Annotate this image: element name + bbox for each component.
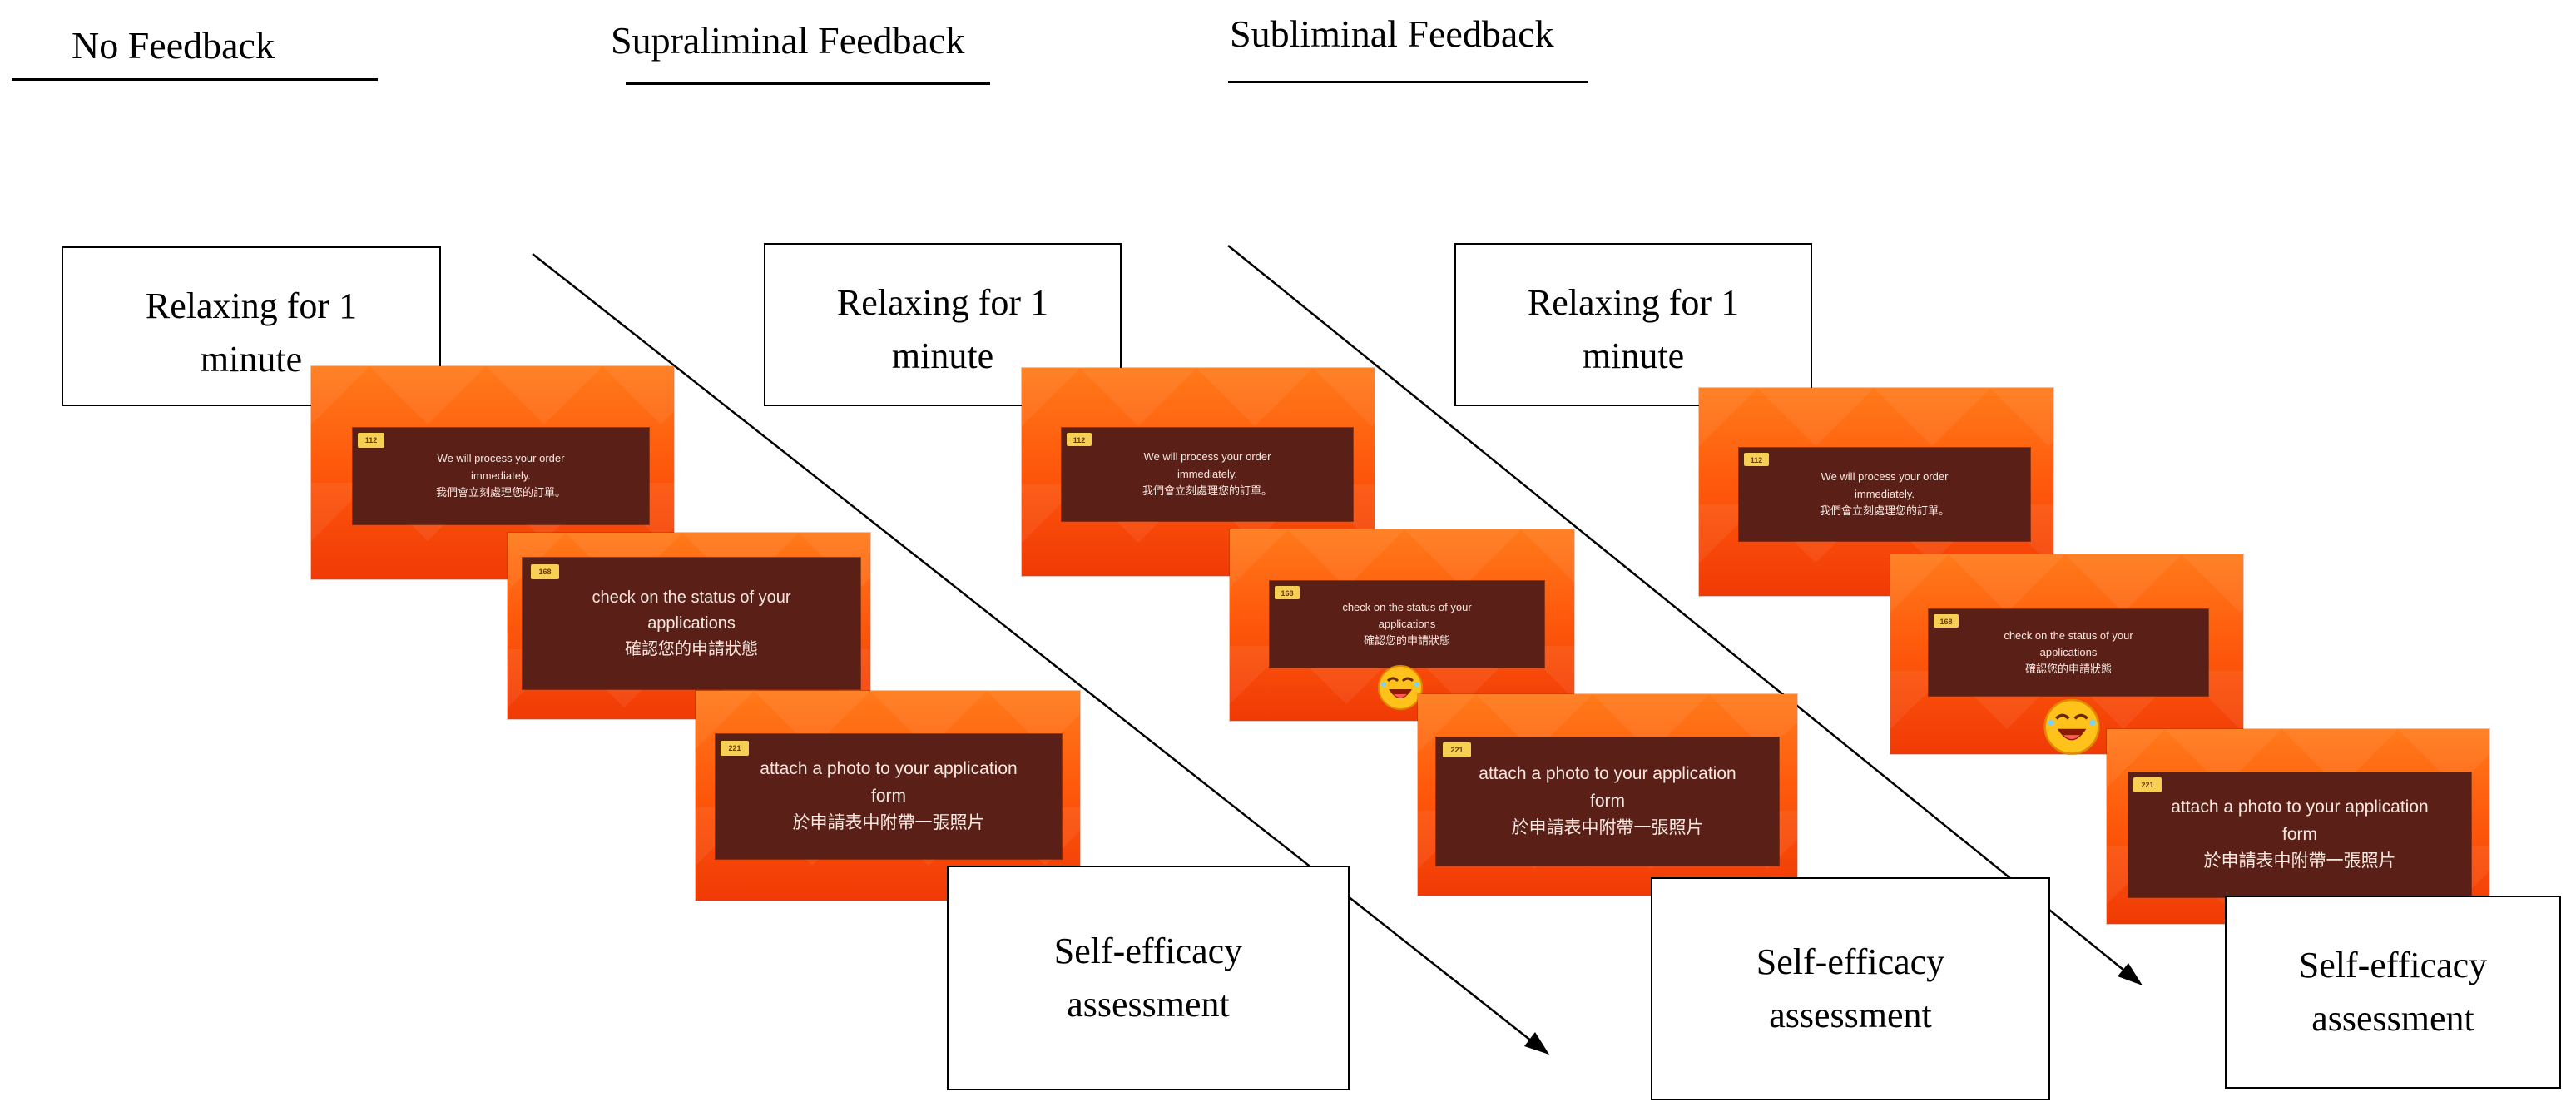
slide-text-zh: 於申請表中附帶一張照片 [1511, 818, 1704, 838]
slide-text-en: check on the status of your [2004, 628, 2133, 642]
slide-panel: We will process your order immediately. … [1062, 428, 1353, 521]
slide-text-en: immediately. [470, 469, 531, 482]
heading-underline-subliminal [1228, 81, 1588, 83]
slide-panel: attach a photo to your application form … [2128, 772, 2471, 897]
stimulus-slide: We will process your order immediately. … [1022, 368, 1375, 576]
slide-text-zh: 確認您的申請狀態 [625, 639, 758, 658]
heading-underline-no-feedback [12, 78, 378, 81]
slide-text-en: attach a photo to your application [760, 759, 1018, 779]
slide-text-en: form [871, 786, 906, 806]
slide-text-en: form [2282, 824, 2317, 844]
slide-text-zh: 確認您的申請狀態 [2024, 663, 2112, 676]
slide-number-tag: 221 [721, 741, 749, 756]
stimulus-slide: check on the status of your applications… [508, 533, 870, 719]
slide-text-zh: 我們會立刻處理您的訂單。 [435, 486, 566, 499]
slide-text-en: We will process your order [1143, 449, 1271, 463]
slide-text-en: applications [2039, 645, 2098, 658]
slide-number-tag: 221 [2133, 777, 2162, 792]
stimulus-slide: attach a photo to your application form … [2107, 729, 2489, 924]
slide-text-en: applications [647, 613, 736, 633]
slide-text-en: check on the status of your [1342, 600, 1472, 613]
slide-panel: attach a photo to your application form … [716, 734, 1062, 859]
slide-panel: check on the status of your applications… [1929, 609, 2208, 696]
slide-text-en: attach a photo to your application [2171, 797, 2429, 817]
slide-panel: We will process your order immediately. … [353, 428, 649, 524]
slide-text-en: check on the status of your [592, 588, 791, 607]
slide-panel: check on the status of your applications… [523, 558, 860, 689]
slide-text-en: applications [1378, 617, 1436, 630]
slide-panel: check on the status of your applications… [1270, 581, 1544, 668]
slide-text-zh: 我們會立刻處理您的訂單。 [1142, 484, 1272, 498]
stimulus-slide: check on the status of your applications… [1230, 529, 1574, 721]
slide-number-tag: 112 [1067, 433, 1092, 446]
slide-text-zh: 我們會立刻處理您的訂單。 [1819, 504, 1949, 518]
slide-number-tag: 168 [1275, 586, 1300, 599]
slide-text-en: form [1590, 791, 1625, 811]
heading-supraliminal: Supraliminal Feedback [611, 19, 965, 62]
heading-subliminal: Subliminal Feedback [1230, 12, 1554, 55]
stimulus-slide: check on the status of your applications… [1890, 554, 2243, 755]
laughing-face-icon [2043, 698, 2100, 755]
stimulus-slide: attach a photo to your application form … [696, 691, 1080, 901]
slide-text-en: We will process your order [437, 451, 565, 464]
slide-number-tag: 221 [1443, 742, 1471, 757]
slide-number-tag: 112 [1744, 453, 1769, 466]
slide-text-zh: 確認您的申請狀態 [1363, 634, 1450, 648]
slide-text-zh: 於申請表中附帶一張照片 [792, 813, 985, 833]
slide-text-en: immediately. [1177, 467, 1237, 480]
slide-panel: attach a photo to your application form … [1436, 737, 1779, 866]
slide-number-tag: 112 [358, 433, 384, 448]
slide-text-en: immediately. [1854, 487, 1915, 500]
slide-panel: We will process your order immediately. … [1739, 448, 2030, 541]
slide-text-en: We will process your order [1821, 469, 1949, 483]
heading-underline-supraliminal [626, 82, 990, 85]
heading-no-feedback: No Feedback [72, 24, 275, 67]
slide-text-en: attach a photo to your application [1479, 764, 1736, 784]
stimulus-slide: attach a photo to your application form … [1418, 694, 1797, 896]
slide-text-zh: 於申請表中附帶一張照片 [2203, 851, 2396, 871]
slide-number-tag: 168 [531, 564, 559, 579]
laughing-face-icon [1378, 665, 1423, 710]
slide-number-tag: 168 [1934, 614, 1959, 628]
